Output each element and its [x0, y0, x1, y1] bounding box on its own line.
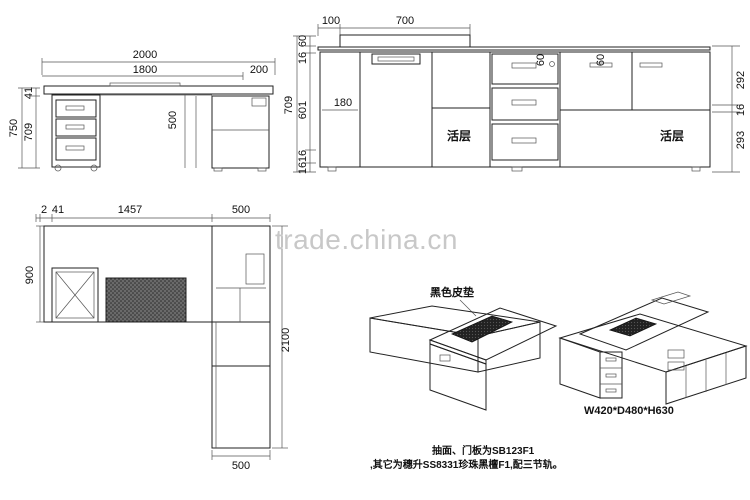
iso-view-right: W420*D480*H630: [558, 291, 748, 417]
dim-900: 900: [24, 266, 36, 284]
dim-handle-60b: 60: [595, 54, 607, 66]
dim-inner-180: 180: [334, 97, 352, 109]
label-leather-pad: 黑色皮垫: [430, 285, 474, 299]
label-shelf-left: 活层: [447, 128, 471, 143]
cabinet-view: 100 700 60 16 709 601 16 16 180: [283, 15, 747, 174]
leather-pad-plan: [105, 277, 187, 323]
dim-total-width: 2000: [133, 49, 157, 61]
dim-total-height: 750: [8, 119, 20, 137]
dim-top-width: 700: [396, 15, 414, 27]
dim-return-width: 200: [250, 64, 268, 76]
leather-pad-iso-2: [608, 317, 658, 337]
note-line-2: ,其它为穗升SS8331珍珠黑檀F1,配三节轨。: [370, 458, 563, 471]
dim-right-16: 16: [735, 104, 747, 116]
front-view: 2000 1800 200 750 41 709: [8, 49, 276, 172]
label-pedestal-size: W420*D480*H630: [584, 405, 674, 417]
dim-500-top: 500: [232, 204, 250, 216]
dim-top-thickness: 41: [23, 87, 35, 99]
dim-handle-60a: 60: [535, 54, 547, 66]
dim-1457: 1457: [118, 204, 142, 216]
note-line-1: 抽面、门板为SB123F1: [432, 444, 535, 457]
dim-side: 100: [322, 15, 340, 27]
dim-height-709: 709: [283, 96, 295, 114]
dim-top-60: 60: [297, 35, 309, 47]
watermark: trade.china.cn: [275, 224, 458, 255]
dim-2100: 2100: [280, 328, 292, 352]
dim-desk-width: 1800: [133, 64, 157, 76]
dim-body-height: 709: [23, 123, 35, 141]
dim-right-292: 292: [735, 71, 747, 89]
plan-view: 2 41 1457 500 900 2100 500: [24, 204, 292, 472]
iso-view-left: 黑色皮垫: [369, 285, 558, 411]
dim-41: 41: [52, 204, 64, 216]
dim-height-601: 601: [297, 101, 309, 119]
leather-pad-iso: [450, 315, 514, 343]
dim-2: 2: [41, 204, 47, 216]
dim-top-16: 16: [297, 52, 309, 64]
dim-right-293: 293: [735, 131, 747, 149]
dim-return-height: 500: [167, 111, 179, 129]
dim-bottom-16a: 16: [297, 150, 309, 162]
dim-bottom-16b: 16: [297, 162, 309, 174]
label-shelf-right: 活层: [660, 128, 684, 143]
dim-500-bottom: 500: [232, 460, 250, 472]
